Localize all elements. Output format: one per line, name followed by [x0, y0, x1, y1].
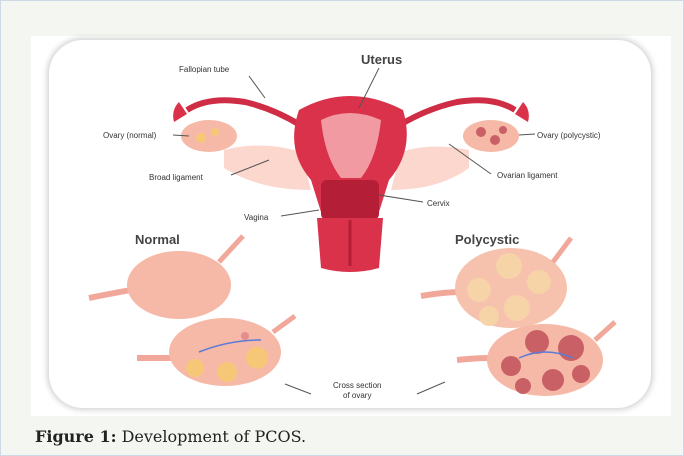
follicle-small: [241, 332, 249, 340]
cyst: [490, 135, 500, 145]
pcos-diagram: Uterus Fallopian tube Ovary (normal) Bro…: [49, 40, 651, 408]
cyst-dark: [501, 356, 521, 376]
fimbriae-left: [173, 102, 187, 122]
cyst: [496, 253, 522, 279]
ligament-normal-whole: [89, 290, 131, 298]
cyst: [476, 127, 486, 137]
heading-polycystic: Polycystic: [455, 232, 519, 247]
figure-image-area: Uterus Fallopian tube Ovary (normal) Bro…: [31, 36, 671, 416]
heading-normal: Normal: [135, 232, 180, 247]
label-fallopian-tube: Fallopian tube: [179, 65, 230, 74]
cyst-dark: [525, 330, 549, 354]
ovary-normal-whole: [127, 251, 231, 319]
label-broad-ligament: Broad ligament: [149, 173, 204, 182]
follicle: [211, 128, 219, 136]
cyst-dark: [542, 369, 564, 391]
fimbriae-right: [515, 102, 529, 122]
ligament-polycystic-section: [457, 358, 489, 360]
illustration-panel: Uterus Fallopian tube Ovary (normal) Bro…: [49, 40, 651, 408]
tube-stub-polycystic-section: [595, 322, 615, 340]
cervix-shape: [321, 180, 379, 220]
caption-label: Figure 1:: [35, 427, 116, 446]
follicle-large: [246, 347, 268, 369]
leader-cross-section-left: [285, 384, 311, 394]
label-ovary-polycystic: Ovary (polycystic): [537, 131, 601, 140]
cyst: [527, 270, 551, 294]
label-cross-section-2: of ovary: [343, 391, 371, 400]
cyst-dark: [515, 378, 531, 394]
leader-cervix: [379, 195, 423, 202]
leader-ovary-polycystic: [519, 134, 535, 135]
tube-stub-polycystic-whole: [553, 238, 571, 262]
leader-fallopian: [249, 76, 265, 98]
leader-cross-section-right: [417, 382, 445, 394]
ligament-polycystic-whole: [421, 292, 461, 296]
ovary-normal-top: [181, 120, 237, 152]
cyst-dark: [572, 365, 590, 383]
follicle: [196, 133, 206, 143]
cyst: [479, 306, 499, 326]
cyst: [504, 295, 530, 321]
label-vagina: Vagina: [244, 213, 269, 222]
cyst: [467, 278, 491, 302]
label-cervix: Cervix: [427, 199, 450, 208]
label-ovarian-ligament: Ovarian ligament: [497, 171, 558, 180]
follicle-large: [217, 362, 237, 382]
label-uterus: Uterus: [361, 52, 402, 67]
follicle-large: [186, 359, 204, 377]
tube-stub-normal-section: [273, 316, 295, 332]
label-cross-section-1: Cross section: [333, 381, 381, 390]
label-ovary-normal: Ovary (normal): [103, 131, 157, 140]
tube-stub-normal-whole: [219, 236, 243, 262]
ovary-polycystic-top: [463, 120, 519, 152]
leader-vagina: [281, 210, 319, 216]
cyst: [499, 126, 507, 134]
figure-caption: Figure 1: Development of PCOS.: [35, 427, 306, 446]
caption-text: Development of PCOS.: [116, 427, 306, 446]
